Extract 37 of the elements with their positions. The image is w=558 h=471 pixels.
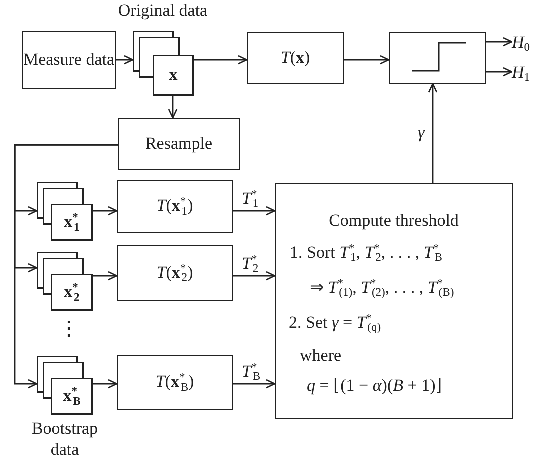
arrow: [344, 55, 390, 65]
box-label: Resample: [145, 134, 213, 154]
process-box: [247, 32, 344, 84]
arrow: [194, 55, 248, 65]
process-box: [117, 355, 233, 410]
arrow: [93, 271, 118, 281]
arrow: [93, 206, 118, 216]
arrow: [486, 37, 513, 47]
caption-text: Bootstrap data: [30, 418, 100, 460]
variable-label: x: [169, 66, 178, 85]
box-label: T(x$^{*}$$_{1}$): [156, 197, 194, 216]
caption-text: Original data: [117, 0, 209, 22]
output-label: H$_{1}$: [512, 64, 530, 82]
arrow: [168, 96, 178, 119]
box-label: T(x$^{*}$$_{B}$): [156, 373, 194, 392]
process-box: [117, 245, 233, 301]
arrow: [93, 379, 118, 389]
arrow: [233, 379, 276, 389]
process-box: [275, 183, 513, 419]
arrow: [486, 67, 513, 77]
threshold-box: [389, 32, 486, 84]
box-label: T(x): [280, 48, 310, 68]
arrow: [233, 271, 276, 281]
process-box: [118, 118, 240, 170]
output-label: H$_{0}$: [512, 34, 530, 52]
arrow: [116, 55, 134, 65]
formula-text: q = ⌊(1 − α)(B + 1)⌋: [307, 377, 443, 396]
process-box: [22, 31, 116, 89]
box-label: T(x$^{*}$$_{2}$): [156, 264, 194, 282]
formula-text: where: [300, 347, 342, 366]
process-box: [117, 180, 233, 233]
arrow: [233, 206, 276, 216]
ellipsis-mark: ⋮: [59, 318, 79, 340]
box-label: Measure data: [23, 50, 115, 70]
arrow: [428, 83, 438, 183]
box-heading: Compute threshold: [328, 212, 460, 231]
arrow: [14, 144, 118, 389]
